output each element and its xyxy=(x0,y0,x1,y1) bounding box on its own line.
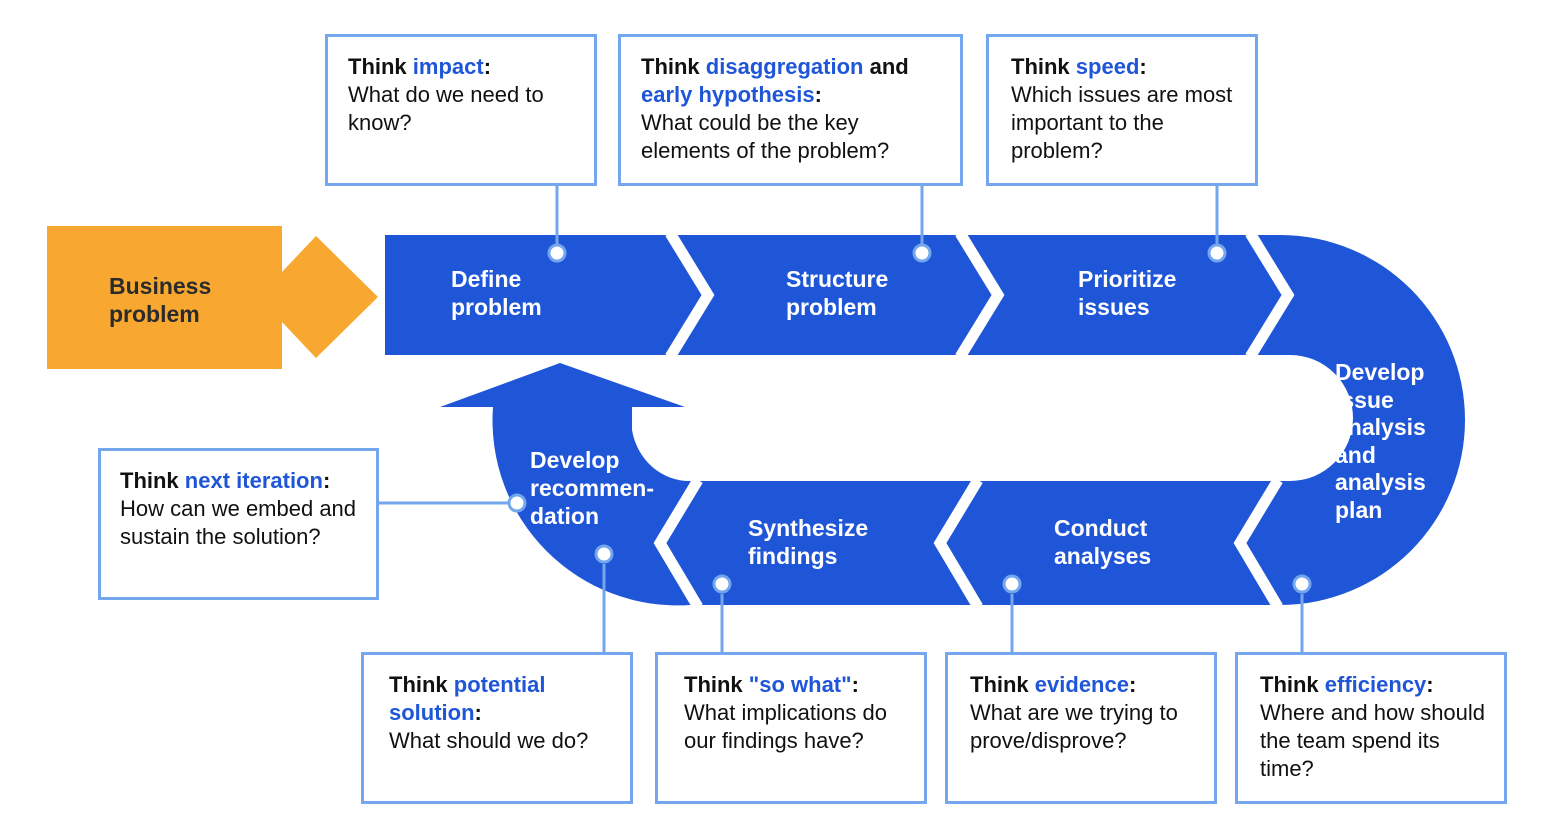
think-question: Where and how should the team spend its … xyxy=(1260,700,1486,781)
step-line: and xyxy=(1335,441,1376,468)
colon: : xyxy=(322,468,331,493)
think-potential-solution-box: Think potential solution: What should we… xyxy=(361,652,633,804)
step-line: Develop xyxy=(1335,359,1425,385)
business-problem-line1: Business xyxy=(109,273,212,299)
step-line: analysis xyxy=(1335,414,1426,441)
step-define-problem: Define problem xyxy=(451,265,542,321)
think-keyword: disaggregation xyxy=(705,54,864,79)
step-line: problem xyxy=(786,294,877,320)
step-line: Define xyxy=(451,266,522,292)
step-structure-problem: Structure problem xyxy=(786,265,888,321)
think-keyword: evidence xyxy=(1034,672,1129,697)
step-line: Synthesize xyxy=(748,515,869,541)
bottom-chevron-3 xyxy=(653,477,703,610)
think-speed-box: Think speed: Which issues are most impor… xyxy=(986,34,1258,186)
business-problem-arrow xyxy=(47,226,378,369)
return-curve xyxy=(492,407,690,606)
step-line: dation xyxy=(530,503,599,529)
dot-structure xyxy=(912,243,932,263)
think-question: What implications do our findings have? xyxy=(684,700,887,753)
think-question: What are we trying to prove/disprove? xyxy=(970,700,1178,753)
think-keyword: speed xyxy=(1075,54,1140,79)
think-impact-box: Think impact: What do we need to know? xyxy=(325,34,597,186)
think-efficiency-box: Think efficiency: Where and how should t… xyxy=(1235,652,1507,804)
step-synthesize-findings: Synthesize findings xyxy=(748,514,868,570)
dot-next-iteration xyxy=(507,493,527,513)
think-question: Which issues are most important to the p… xyxy=(1011,82,1233,163)
top-chevron-3 xyxy=(1245,230,1295,360)
think-question: What should we do? xyxy=(389,728,589,753)
think-question: How can we embed and sustain the solutio… xyxy=(120,496,357,549)
step-line: plan xyxy=(1335,496,1383,523)
colon: : xyxy=(483,54,492,79)
colon: : xyxy=(474,700,482,725)
think-label: Think xyxy=(641,54,700,79)
step-prioritize-issues: Prioritize issues xyxy=(1078,265,1176,321)
colon: : xyxy=(851,672,859,697)
business-problem-line2: problem xyxy=(109,301,200,327)
step-line: Structure xyxy=(786,266,889,292)
step-line: problem xyxy=(451,294,542,320)
think-so-what-box: Think "so what": What implications do ou… xyxy=(655,652,927,804)
think-label: Think xyxy=(348,54,407,79)
think-label: Think xyxy=(389,672,448,697)
step-line: recommen- xyxy=(530,475,654,501)
step-conduct-analyses: Conduct analyses xyxy=(1054,514,1151,570)
step-line: findings xyxy=(748,543,838,569)
think-next-iteration-box: Think next iteration: How can we embed a… xyxy=(98,448,379,600)
and-label: and xyxy=(869,54,909,79)
step-develop-issue-analysis-plan: Develop issue analysis and analysis plan xyxy=(1335,359,1426,525)
think-evidence-box: Think evidence: What are we trying to pr… xyxy=(945,652,1217,804)
think-label: Think xyxy=(684,672,743,697)
think-question: What do we need to know? xyxy=(348,82,544,135)
bottom-chevron-2 xyxy=(933,477,983,610)
dot-synthesize xyxy=(712,574,732,594)
top-chevron-1 xyxy=(665,230,715,360)
think-keyword: impact xyxy=(412,54,484,79)
dot-define xyxy=(547,243,567,263)
up-arrowhead xyxy=(440,363,685,407)
think-question: What could be the key elements of the pr… xyxy=(641,110,890,163)
step-develop-recommendation: Develop recommen- dation xyxy=(530,446,654,530)
think-keyword: "so what" xyxy=(748,672,852,697)
step-line: Prioritize xyxy=(1078,266,1177,292)
step-line: issues xyxy=(1078,294,1150,320)
bottom-chevron-1 xyxy=(1233,477,1283,610)
colon: : xyxy=(814,82,822,107)
think-keyword: next iteration xyxy=(184,468,323,493)
think-disaggregation-box: Think disaggregation and early hypothesi… xyxy=(618,34,963,186)
think-keyword-2: early hypothesis xyxy=(641,82,815,107)
think-keyword: efficiency xyxy=(1324,672,1427,697)
dot-conduct xyxy=(1002,574,1022,594)
step-line: analysis xyxy=(1335,469,1426,496)
think-keyword: potential solution xyxy=(389,672,546,725)
dot-develop-plan xyxy=(1292,574,1312,594)
dot-prioritize xyxy=(1207,243,1227,263)
step-line: issue xyxy=(1335,386,1394,413)
business-problem-label: Business problem xyxy=(109,272,211,328)
think-label: Think xyxy=(120,468,179,493)
think-label: Think xyxy=(1260,672,1319,697)
think-label: Think xyxy=(970,672,1029,697)
step-line: Develop xyxy=(530,447,620,473)
step-line: Conduct xyxy=(1054,515,1148,541)
step-line: analyses xyxy=(1054,543,1152,569)
colon: : xyxy=(1128,672,1137,697)
colon: : xyxy=(1426,672,1434,697)
top-chevron-2 xyxy=(955,230,1005,360)
think-label: Think xyxy=(1011,54,1070,79)
dot-recommendation xyxy=(594,544,614,564)
colon: : xyxy=(1139,54,1147,79)
